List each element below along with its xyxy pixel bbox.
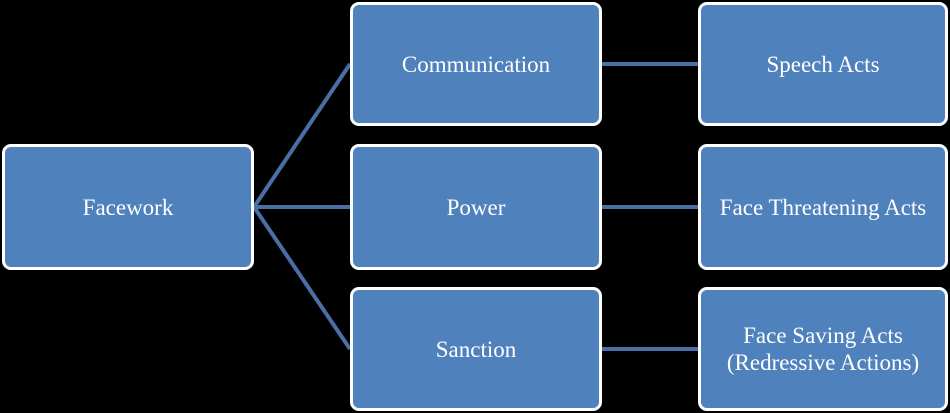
node-facework: Facework [2, 144, 254, 270]
node-sanction: Sanction [350, 287, 602, 411]
connector-facework-sanction [252, 205, 352, 351]
node-power: Power [350, 144, 602, 270]
node-face-saving-acts: Face Saving Acts (Redressive Actions) [698, 287, 948, 411]
connector-facework-communication [252, 62, 352, 209]
node-speech-acts: Speech Acts [698, 2, 948, 126]
node-communication: Communication [350, 2, 602, 126]
node-face-threatening-acts: Face Threatening Acts [698, 144, 948, 270]
